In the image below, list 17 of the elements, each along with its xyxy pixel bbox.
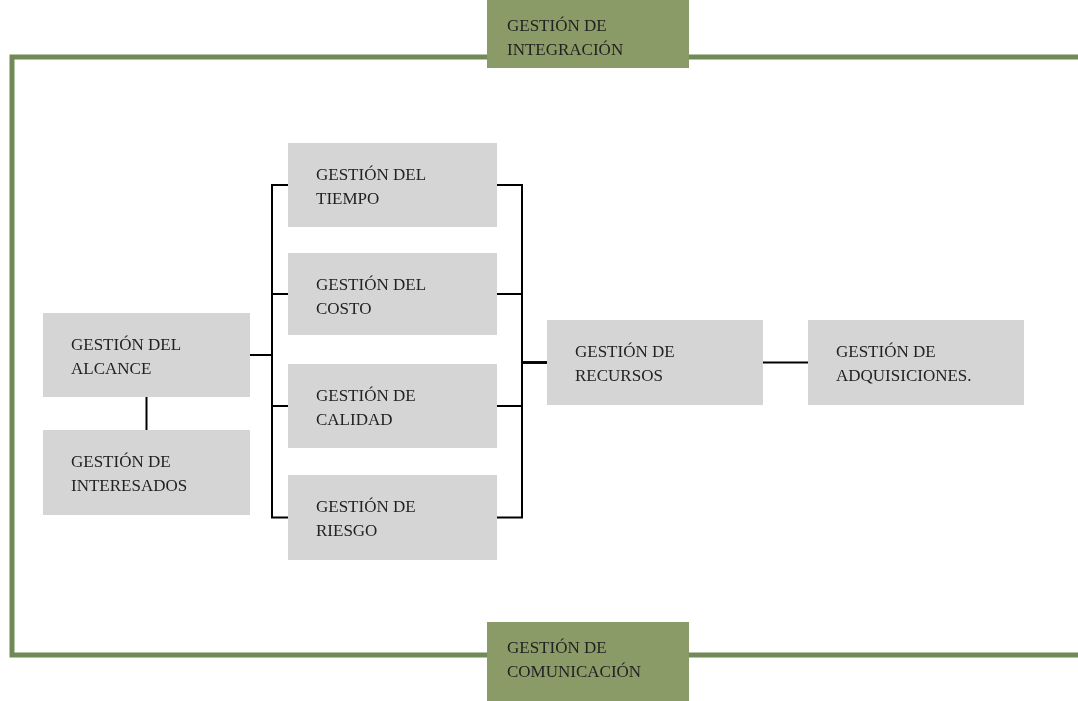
connector-line xyxy=(249,354,289,519)
group-box: GESTIÓN DE INTEGRACIÓN xyxy=(487,0,689,68)
connector-line xyxy=(496,361,548,519)
frame-line xyxy=(689,652,1078,658)
process-box: GESTIÓN DE RECURSOS xyxy=(547,320,763,405)
process-box: GESTIÓN DE CALIDAD xyxy=(288,364,497,448)
connector-line xyxy=(145,396,148,431)
process-box: GESTIÓN DEL TIEMPO xyxy=(288,143,497,227)
process-box: GESTIÓN DE RIESGO xyxy=(288,475,497,560)
process-box: GESTIÓN DE ADQUISICIONES. xyxy=(808,320,1024,405)
frame-line xyxy=(689,54,1078,60)
process-box: GESTIÓN DEL ALCANCE xyxy=(43,313,250,397)
frame-line xyxy=(9,54,487,658)
connector-line xyxy=(762,361,809,364)
group-box: GESTIÓN DE COMUNICACIÓN xyxy=(487,622,689,701)
process-box: GESTIÓN DEL COSTO xyxy=(288,253,497,335)
process-box: GESTIÓN DE INTERESADOS xyxy=(43,430,250,515)
